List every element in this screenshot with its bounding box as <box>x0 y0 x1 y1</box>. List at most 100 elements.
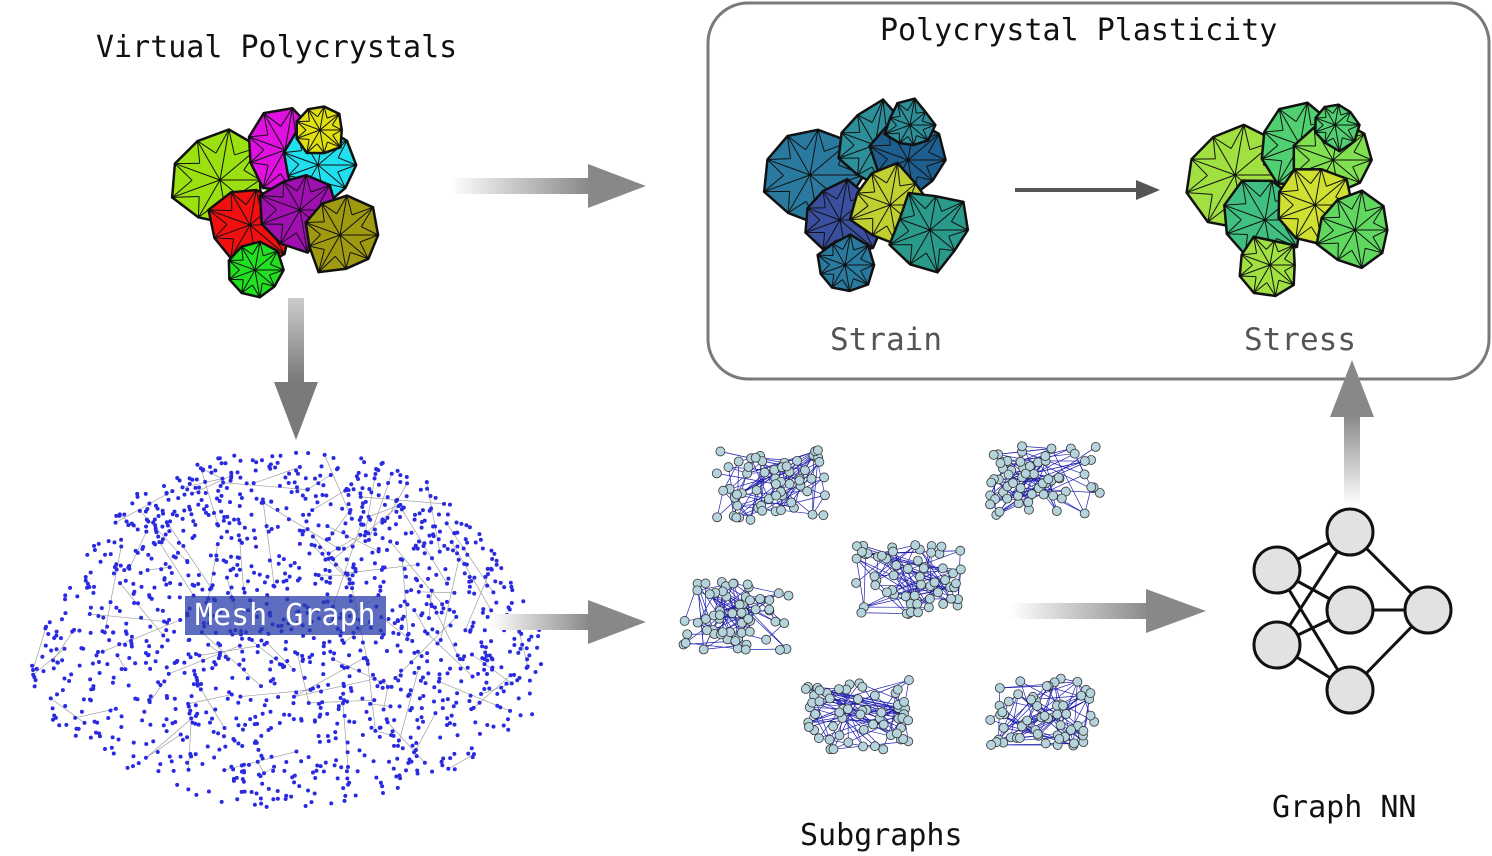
mesh-edge <box>241 246 256 271</box>
mesh-graph-node <box>185 487 190 492</box>
mesh-graph-node <box>323 760 328 765</box>
mesh-edge <box>174 163 193 181</box>
subgraph-node <box>1015 676 1026 687</box>
mesh-graph-node <box>119 537 124 542</box>
mesh-graph-node <box>405 637 410 642</box>
mesh-graph-node <box>235 797 240 802</box>
mesh-edge <box>171 179 193 198</box>
mesh-edge <box>921 111 927 122</box>
mesh-graph-edge <box>224 751 297 771</box>
mesh-graph-node <box>143 660 148 665</box>
mesh-graph-node <box>509 600 514 605</box>
mesh-graph-node <box>494 600 499 605</box>
mesh-edge <box>360 207 374 227</box>
mesh-graph-node <box>147 700 152 705</box>
subgraph-node <box>1039 711 1050 721</box>
mesh-graph-node <box>214 496 219 501</box>
mesh-graph-node <box>92 584 97 589</box>
mesh-graph-node <box>361 656 366 661</box>
mesh-edge <box>263 250 278 257</box>
mesh-edge <box>869 145 909 161</box>
mesh-graph-node <box>349 516 354 521</box>
subgraph-node <box>995 458 1006 468</box>
mesh-graph-node <box>456 557 461 562</box>
mesh-graph-node <box>479 692 484 697</box>
mesh-graph-node <box>414 754 419 759</box>
subgraph-node <box>764 595 775 605</box>
mesh-edge <box>899 183 916 187</box>
mesh-graph-edge <box>328 534 361 554</box>
mesh-graph-node <box>291 701 296 706</box>
mesh-graph-node <box>325 733 330 738</box>
mesh-graph-node <box>445 716 450 721</box>
mesh-graph-node <box>148 722 153 727</box>
mesh-graph-node <box>289 794 294 799</box>
mesh-edge <box>1241 180 1247 204</box>
subgraph-node <box>882 587 892 598</box>
subgraph-node <box>714 610 725 621</box>
mesh-graph-node <box>321 769 326 774</box>
mesh-graph-node <box>222 726 227 731</box>
mesh-graph-node <box>203 479 208 484</box>
subgraph-edge <box>1021 445 1052 449</box>
mesh-graph-node <box>275 788 280 793</box>
mesh-edge <box>924 195 937 210</box>
mesh-edge <box>280 107 293 127</box>
mesh-graph-node <box>225 575 230 580</box>
mesh-graph-node <box>177 595 182 600</box>
mesh-graph-node <box>416 589 421 594</box>
mesh-graph-node <box>390 608 395 613</box>
mesh-edge <box>252 241 261 255</box>
subgraph-node <box>985 499 995 510</box>
subgraph-edge <box>722 461 739 491</box>
mesh-graph-node <box>88 735 93 740</box>
mesh-graph-node <box>398 473 403 478</box>
subgraph-node <box>698 644 709 655</box>
mesh-edge <box>1207 194 1213 223</box>
mesh-graph-node <box>328 473 333 478</box>
subgraph-node <box>938 599 949 609</box>
mesh-edge <box>842 279 851 292</box>
mesh-edge <box>228 260 240 271</box>
mesh-graph-edge <box>32 626 47 671</box>
mesh-graph-node <box>180 737 185 742</box>
mesh-graph-node <box>405 602 410 607</box>
mesh-graph-node <box>433 711 438 716</box>
subgraph <box>985 673 1100 751</box>
mesh-graph-edge <box>418 591 455 594</box>
mesh-edge <box>1186 174 1236 194</box>
mesh-graph-node <box>302 675 307 680</box>
mesh-graph-node <box>415 771 420 776</box>
mesh-graph-node <box>160 508 165 513</box>
subgraph-node <box>946 593 957 604</box>
subgraph-node <box>912 599 923 609</box>
mesh-graph-node <box>244 481 249 486</box>
mesh-graph-node <box>498 580 503 585</box>
nn-neuron <box>1325 585 1375 635</box>
mesh-graph-node <box>259 638 264 643</box>
subgraph-node <box>727 608 738 619</box>
mesh-edge <box>929 229 955 251</box>
mesh-graph-node <box>405 481 410 486</box>
mesh-graph-node <box>148 624 153 629</box>
mesh-graph-node <box>360 501 365 506</box>
mesh-graph-node <box>446 576 451 581</box>
mesh-graph-node <box>512 672 517 677</box>
mesh-edge <box>1334 111 1351 126</box>
mesh-graph-node <box>452 767 457 772</box>
mesh-graph-node <box>203 510 208 515</box>
mesh-graph-node <box>431 699 436 704</box>
mesh-graph-edge <box>375 730 392 736</box>
mesh-graph-edge <box>389 541 443 605</box>
mesh-edge <box>832 243 846 266</box>
mesh-graph-node <box>55 692 60 697</box>
mesh-graph-node <box>75 594 80 599</box>
mesh-graph-node <box>236 517 241 522</box>
mesh-graph-node <box>440 706 445 711</box>
mesh-graph-node <box>186 652 191 657</box>
mesh-graph-node <box>238 492 243 497</box>
mesh-graph-node <box>240 727 245 732</box>
mesh-edge <box>1253 236 1271 266</box>
mesh-graph-node <box>167 529 172 534</box>
mesh-graph-node <box>391 766 396 771</box>
